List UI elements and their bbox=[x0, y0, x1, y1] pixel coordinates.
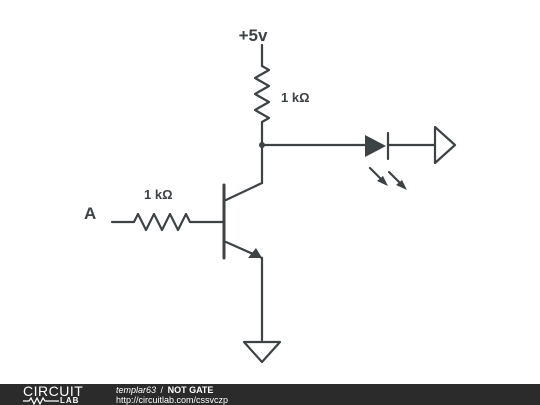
not-gate-schematic: +5v 1 kΩ 1 kΩ A bbox=[84, 26, 457, 364]
circuit-url[interactable]: http://circuitlab.com/cssvczp bbox=[116, 395, 229, 405]
footer-bar: CIRCUIT LAB templar63 / NOT GATE http://… bbox=[0, 384, 540, 405]
resistor-squiggle-icon bbox=[23, 396, 59, 405]
circuit-title: NOT GATE bbox=[167, 385, 214, 395]
input-label-a: A bbox=[84, 204, 96, 223]
author-link[interactable]: templar63 bbox=[116, 385, 157, 395]
logo-word-lab: LAB bbox=[60, 396, 80, 405]
base-resistor-label: 1 kΩ bbox=[144, 187, 173, 202]
ground-symbol bbox=[242, 340, 282, 364]
collector-resistor-label: 1 kΩ bbox=[281, 90, 310, 105]
output-ground bbox=[433, 125, 457, 165]
collector-resistor bbox=[253, 43, 271, 147]
led bbox=[365, 131, 437, 190]
circuit-meta: templar63 / NOT GATE http://circuitlab.c… bbox=[116, 385, 228, 405]
circuitlab-logo[interactable]: CIRCUIT LAB bbox=[23, 384, 93, 405]
supply-label: +5v bbox=[239, 26, 268, 45]
npn-transistor bbox=[222, 143, 264, 342]
base-resistor bbox=[110, 212, 226, 232]
meta-separator: / bbox=[160, 385, 164, 395]
logo-word-circuit: CIRCUIT bbox=[23, 383, 84, 399]
